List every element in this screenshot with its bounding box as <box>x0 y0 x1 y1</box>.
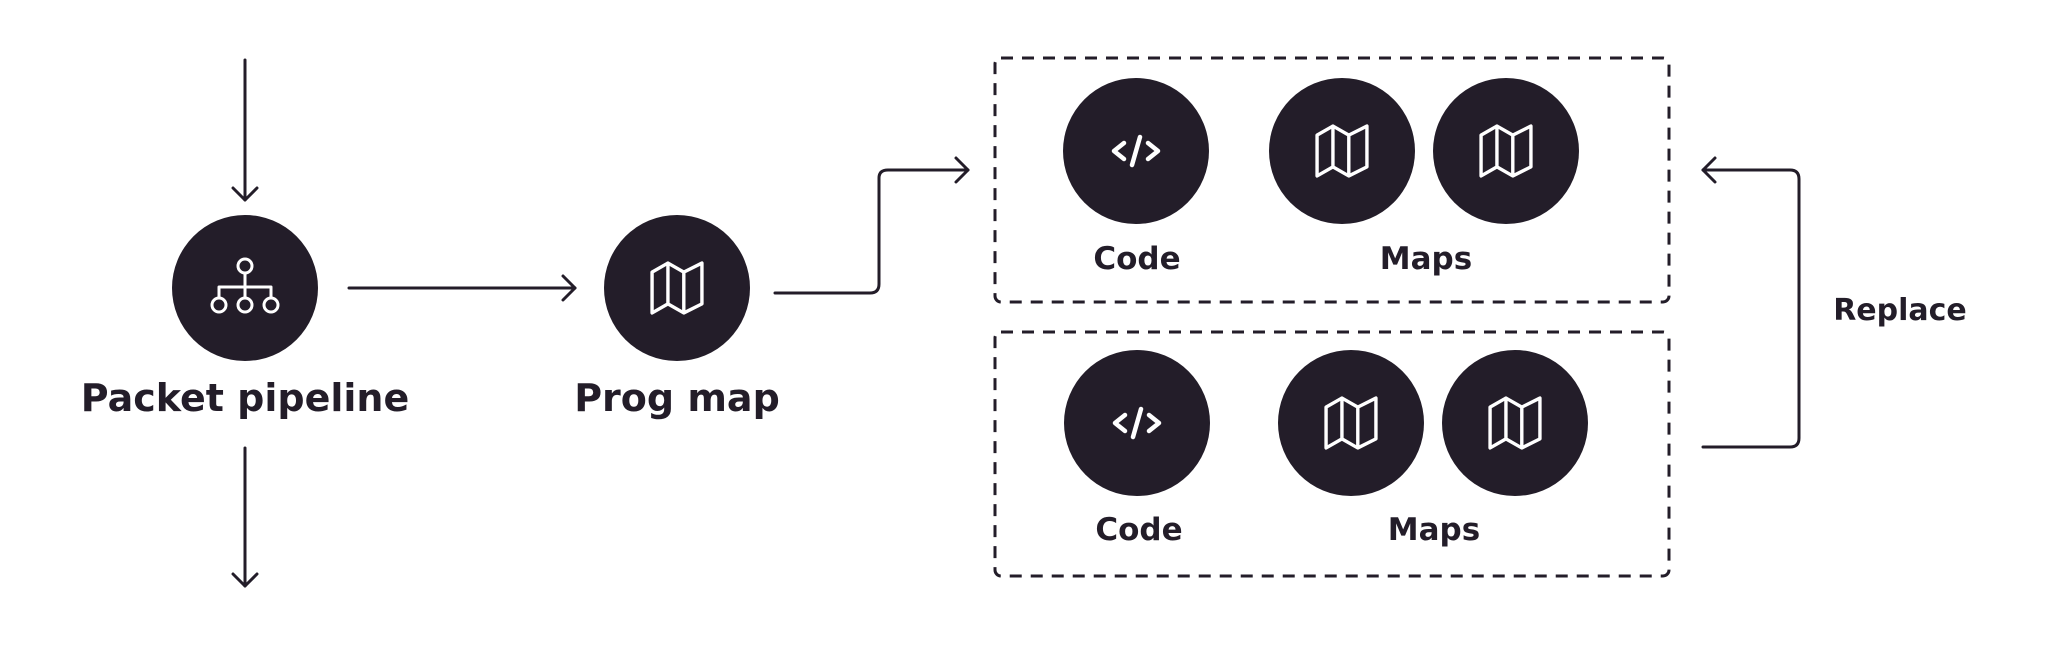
group-1-map-circle-2 <box>1433 78 1579 224</box>
prog-map-node: Prog map <box>574 215 780 420</box>
group-1-map-circle-1 <box>1269 78 1415 224</box>
group-1-dashed-border <box>993 56 1671 304</box>
group-1-code-label: Code <box>1093 241 1180 277</box>
group-2-map-circle-2 <box>1442 350 1588 496</box>
replace-arrow <box>1701 156 1801 449</box>
group-2-maps-label: Maps <box>1388 512 1480 548</box>
maps-group-1: Code Maps <box>993 56 1671 304</box>
replace-label: Replace <box>1833 293 1967 328</box>
group-2-map-circle-1 <box>1278 350 1424 496</box>
arrow-out-of-pipeline <box>231 446 259 588</box>
packet-pipeline-label: Packet pipeline <box>81 376 410 420</box>
group-1-maps-label: Maps <box>1380 241 1472 277</box>
maps-group-2: Code Maps <box>993 330 1671 578</box>
arrow-prog-map-to-maps-group <box>773 156 970 295</box>
group-2-dashed-border <box>993 330 1671 578</box>
prog-map-label: Prog map <box>574 376 780 420</box>
arrow-pipeline-to-prog-map <box>347 274 577 302</box>
packet-pipeline-node: Packet pipeline <box>81 215 410 420</box>
prog-map-circle <box>604 215 750 361</box>
group-2-code-label: Code <box>1095 512 1182 548</box>
arrow-into-pipeline <box>231 58 259 202</box>
